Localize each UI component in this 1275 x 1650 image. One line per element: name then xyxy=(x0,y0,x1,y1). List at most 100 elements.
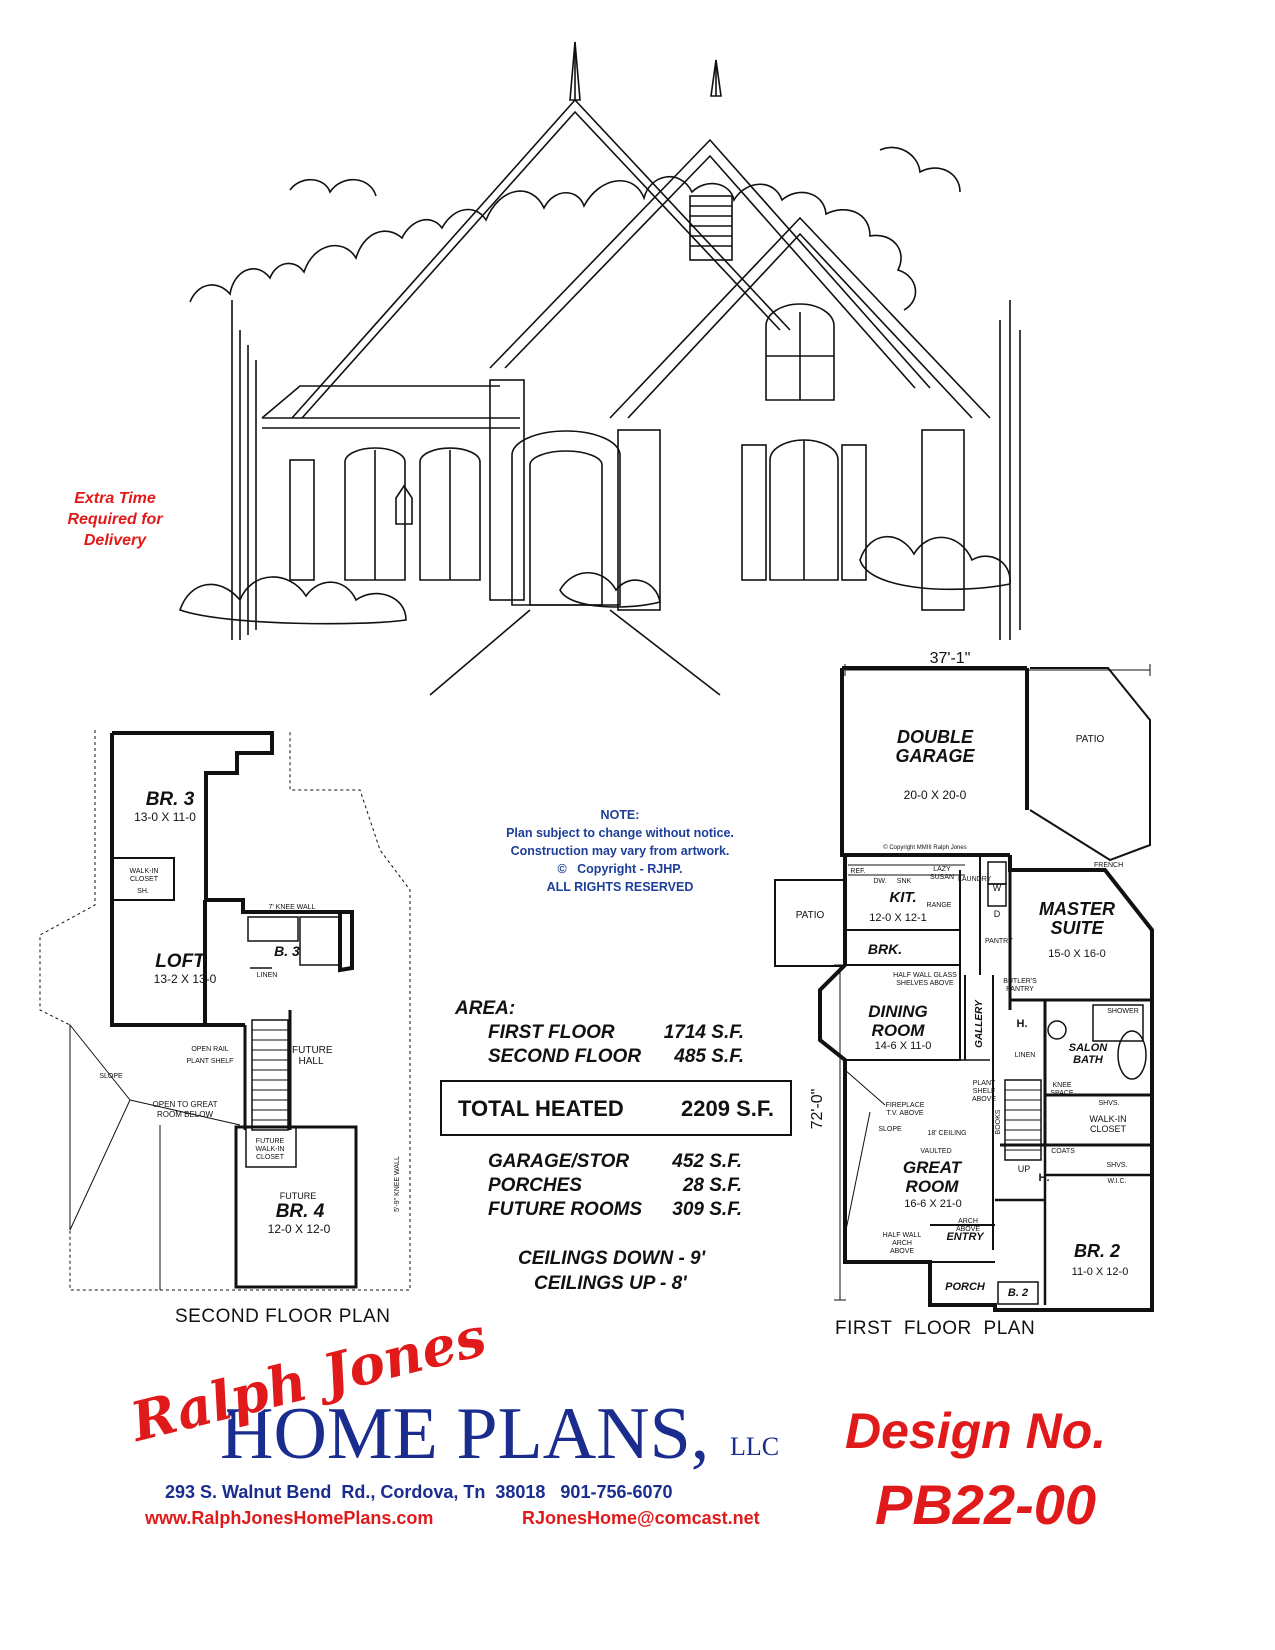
ff-up: UP xyxy=(1017,1164,1031,1174)
area-row-garage: GARAGE/STOR 452 S.F. xyxy=(488,1151,742,1173)
ff-half-wall-arch: HALF WALL ARCH ABOVE xyxy=(882,1232,922,1255)
design-number: PB22-00 xyxy=(875,1473,1097,1536)
note-rights: ALL RIGHTS RESERVED xyxy=(546,880,694,894)
delivery-note-line-3: Delivery xyxy=(83,532,147,549)
ff-master-size: 15-0 X 16-0 xyxy=(1048,948,1106,960)
ff-h-bottom: H. xyxy=(1038,1172,1050,1184)
ff-arch: ARCH ABOVE xyxy=(955,1218,981,1233)
brand-address: 293 S. Walnut Bend Rd., Cordova, Tn 3801… xyxy=(165,1482,673,1502)
copyright-text: Copyright - RJHP. xyxy=(577,862,683,876)
ff-laundry: LAUNDRY xyxy=(958,876,992,883)
sf-loft-name: LOFT xyxy=(155,951,205,972)
delivery-note-line-2: Required for xyxy=(67,511,163,528)
note-line-1: Plan subject to change without notice. xyxy=(506,826,734,840)
ff-salon: SALON BATH xyxy=(1068,1042,1108,1066)
ff-butlers: BUTLER'S PANTRY xyxy=(1003,978,1037,993)
ff-linen: LINEN xyxy=(1014,1052,1036,1059)
sf-br4-size: 12-0 X 12-0 xyxy=(267,1222,331,1236)
note-copyright: © Copyright - RJHP. xyxy=(470,860,770,878)
total-heated-box xyxy=(440,1080,792,1136)
area-value: 1714 S.F. xyxy=(663,1022,744,1043)
sf-knee-wall-59: 5'-9" KNEE WALL xyxy=(394,1156,401,1212)
design-label: Design No. xyxy=(845,1403,1107,1459)
area-value: 28 S.F. xyxy=(682,1175,742,1196)
ff-master-name: MASTER SUITE xyxy=(1039,899,1115,938)
sf-linen: LINEN xyxy=(256,972,278,979)
ff-br2-size: 11-0 X 12-0 xyxy=(1071,1266,1129,1278)
ff-copyright: © Copyright MMIII Ralph Jones xyxy=(883,845,967,851)
ff-plant-shelf: PLANT SHELF ABOVE xyxy=(971,1080,997,1103)
ff-kit-size: 12-0 X 12-1 xyxy=(869,912,927,924)
area-heading: AREA: xyxy=(455,998,516,1019)
ff-shvs: SHVS. xyxy=(1098,1100,1120,1107)
area-value: 485 S.F. xyxy=(674,1046,744,1067)
sf-bath3-name: B. 3 xyxy=(274,943,300,959)
copyright-icon: © xyxy=(557,862,567,876)
ff-snk: SNK xyxy=(896,878,912,885)
first-floor-title: FIRST FLOOR PLAN xyxy=(835,1318,1036,1339)
sf-br3-size: 13-0 X 11-0 xyxy=(134,810,196,824)
area-label: FIRST FLOOR xyxy=(488,1022,615,1043)
ff-kit-name: KIT. xyxy=(889,889,917,906)
ff-brk: BRK. xyxy=(867,941,903,957)
ff-shvs-2: SHVS. xyxy=(1106,1162,1128,1169)
ff-pantry: PANTRY xyxy=(985,938,1013,945)
ceilings-up: CEILINGS UP - 8' xyxy=(534,1273,687,1294)
plan-note: NOTE: Plan subject to change without not… xyxy=(470,806,770,896)
total-label: TOTAL HEATED xyxy=(458,1096,624,1121)
ff-entry: ENTRY xyxy=(946,1231,984,1243)
ff-depth-dim: 72'-0" xyxy=(809,1088,826,1130)
ff-dw: DW. xyxy=(873,878,887,885)
brand-name: HOME PLANS, xyxy=(220,1393,710,1475)
area-value: 309 S.F. xyxy=(672,1199,742,1220)
ff-vaulted: VAULTED xyxy=(920,1148,952,1155)
sf-br3-name: BR. 3 xyxy=(145,789,195,810)
area-value: 452 S.F. xyxy=(672,1151,742,1172)
area-label: FUTURE ROOMS xyxy=(488,1199,643,1220)
sf-slope: SLOPE xyxy=(99,1073,123,1080)
ff-dining-size: 14-6 X 11-0 xyxy=(874,1040,932,1052)
brand-email[interactable]: RJonesHome@comcast.net xyxy=(522,1508,760,1528)
area-row-porches: PORCHES 28 S.F. xyxy=(488,1175,742,1197)
ff-garage-size: 20-0 X 20-0 xyxy=(903,788,967,802)
ff-lazy: LAZY SUSAN xyxy=(929,866,955,881)
ff-fireplace: FIREPLACE T.V. ABOVE xyxy=(885,1102,925,1117)
sf-plant-shelf: PLANT SHELF xyxy=(186,1058,234,1065)
ff-shower: SHOWER xyxy=(1107,1008,1139,1015)
ff-garage-name: DOUBLE GARAGE xyxy=(895,727,975,766)
note-line-2: Construction may vary from artwork. xyxy=(510,844,730,858)
ff-dining-name: DINING ROOM xyxy=(868,1002,928,1040)
sf-knee-wall: 7' KNEE WALL xyxy=(268,904,316,911)
note-heading: NOTE: xyxy=(600,808,640,822)
ff-ref: REF. xyxy=(850,868,866,875)
brand-website[interactable]: www.RalphJonesHomePlans.com xyxy=(145,1508,434,1528)
area-row-future: FUTURE ROOMS 309 S.F. xyxy=(488,1199,742,1221)
house-elevation-sketch xyxy=(178,41,1021,696)
ff-porch: PORCH xyxy=(945,1281,985,1293)
sf-open-to: OPEN TO GREAT ROOM BELOW xyxy=(152,1100,218,1119)
ff-ceiling18: 18' CEILING xyxy=(927,1130,967,1137)
ff-great-name: GREAT ROOM xyxy=(902,1158,962,1196)
ff-wic: W.I.C. xyxy=(1107,1178,1127,1185)
second-floor-title: SECOND FLOOR PLAN xyxy=(175,1306,391,1327)
ff-d: D xyxy=(993,909,1001,919)
ff-books: BOOKS xyxy=(995,1109,1002,1135)
ff-range: RANGE xyxy=(926,902,952,909)
area-label: SECOND FLOOR xyxy=(488,1046,642,1067)
ff-h-top: H. xyxy=(1016,1018,1028,1030)
ff-patio-left: PATIO xyxy=(795,910,825,921)
ff-walkin: WALK-IN CLOSET xyxy=(1089,1114,1127,1134)
ff-br2-name: BR. 2 xyxy=(1073,1241,1120,1261)
ff-french: FRENCH xyxy=(1094,862,1124,869)
sf-open-rail: OPEN RAIL xyxy=(191,1046,229,1053)
sf-future-hall: FUTURE HALL xyxy=(292,1045,333,1067)
ff-w: W xyxy=(992,883,1002,893)
ff-great-size: 16-6 X 21-0 xyxy=(904,1198,962,1210)
area-row-second: SECOND FLOOR 485 S.F. xyxy=(488,1046,744,1068)
area-label: GARAGE/STOR xyxy=(488,1151,630,1172)
brand-llc: LLC xyxy=(730,1432,780,1461)
ff-gallery: GALLERY xyxy=(974,1000,985,1048)
ff-slope: SLOPE xyxy=(878,1126,902,1133)
sf-sh: SH. xyxy=(137,888,149,895)
area-row-first: FIRST FLOOR 1714 S.F. xyxy=(488,1022,744,1044)
